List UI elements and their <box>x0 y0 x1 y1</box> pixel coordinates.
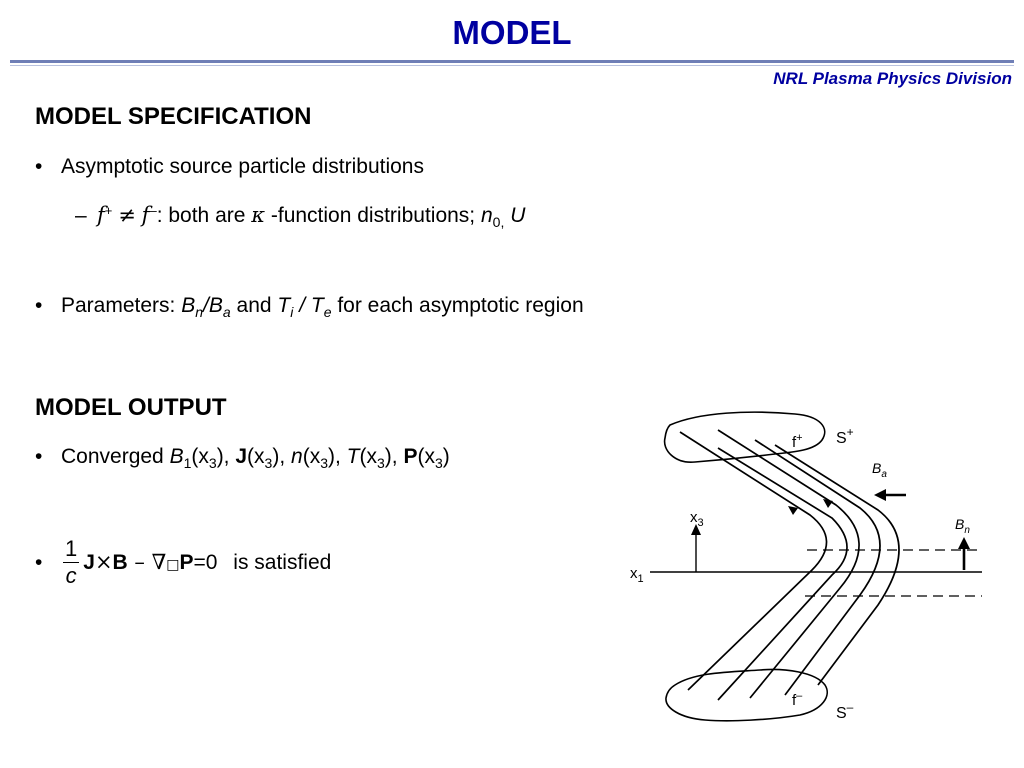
close-paren: ) <box>442 445 450 468</box>
header-rule-thin <box>10 65 1014 66</box>
param-prefix: Parameters: <box>61 294 182 317</box>
page-title: MODEL <box>452 14 572 51</box>
field-line-3 <box>717 429 860 699</box>
bullet-mark: • <box>35 445 43 468</box>
eq-b: B <box>112 551 128 574</box>
slash: / <box>203 294 209 317</box>
n-subscript: 0, <box>492 214 505 230</box>
f-minus-label: f– <box>792 690 803 709</box>
n-symbol: n <box>291 445 303 468</box>
field-line-5 <box>774 444 900 686</box>
sub-text-2: -function distributions; <box>265 204 481 227</box>
flow-arrow-2 <box>823 499 833 508</box>
b1-subscript: 1 <box>183 455 192 471</box>
n-symbol: n <box>480 204 493 227</box>
x3-subscript: 3 <box>377 455 385 471</box>
and-text: and <box>230 294 278 317</box>
source-region-top <box>663 411 826 463</box>
paren-x: (x <box>417 445 435 468</box>
te-symbol: T <box>310 294 324 317</box>
bullet-mark: • <box>35 294 43 317</box>
close-sep: ), <box>384 445 404 468</box>
slash-2: / <box>293 294 311 317</box>
source-region-bottom <box>665 668 828 722</box>
header-rule <box>10 60 1014 63</box>
equation: J×B – ∇□P=0 <box>83 550 217 575</box>
ba-symbol: B <box>208 294 223 317</box>
spec-heading: MODEL SPECIFICATION <box>35 103 312 130</box>
bullet-mark: • <box>35 155 43 178</box>
bn-arrowhead <box>958 537 970 549</box>
field-line-1 <box>679 431 828 691</box>
p-symbol: P <box>403 445 418 468</box>
x3-subscript: 3 <box>208 455 217 471</box>
field-line-diagram: f+ S+ Ba Bn x3 x1 f– S– <box>630 411 982 722</box>
x3-subscript: 3 <box>264 455 273 471</box>
f-plus-label: f+ <box>792 432 803 451</box>
eq-times: × <box>94 550 113 574</box>
flow-arrow-1 <box>788 506 798 515</box>
output-bullet-converged: •Converged B1(x3), J(x3), n(x3), T(x3), … <box>35 445 450 471</box>
u-symbol: U <box>510 204 526 227</box>
close-sep: ), <box>216 445 236 468</box>
eq-j: J <box>83 551 95 574</box>
b1-symbol: B <box>169 445 184 468</box>
close-sep: ), <box>328 445 347 468</box>
division-label: NRL Plasma Physics Division <box>773 69 1012 88</box>
kappa-symbol: κ <box>251 203 266 227</box>
neq-symbol: ≠ <box>118 203 136 227</box>
param-suffix: for each asymptotic region <box>331 294 584 317</box>
ti-symbol: T <box>277 294 291 317</box>
sub-text-1: : both are <box>156 204 252 227</box>
paren-x: (x <box>247 445 265 468</box>
spec-sub-distributions: –f+ ≠ f–: both are κ -function distribut… <box>75 203 526 230</box>
field-line-4 <box>754 439 881 696</box>
x3-subscript: 3 <box>320 455 328 471</box>
x3-arrowhead <box>691 524 701 535</box>
fraction-bar <box>63 562 80 563</box>
spec-bullet-distributions: • Asymptotic source particle distribution… <box>35 155 424 179</box>
bullet-mark: • <box>35 550 43 574</box>
f-minus-sup: – <box>149 203 157 218</box>
output-heading: MODEL OUTPUT <box>35 394 227 421</box>
spec-bullet-parameters: •Parameters: Bn/Ba and Ti / Te for each … <box>35 294 584 320</box>
ba-subscript: a <box>222 304 231 320</box>
bn-symbol: B <box>181 294 196 317</box>
s-minus-label: S– <box>836 700 854 722</box>
ba-label: Ba <box>872 460 887 480</box>
x3-subscript: 3 <box>434 455 443 471</box>
paren-x: (x <box>191 445 209 468</box>
nabla-symbol: ∇ <box>151 550 167 574</box>
t-symbol: T <box>346 445 360 468</box>
x1-label: x1 <box>630 565 644 585</box>
x3-label: x3 <box>690 509 704 529</box>
s-plus-label: S+ <box>836 425 854 447</box>
eq-zero: =0 <box>193 551 218 574</box>
ba-arrowhead <box>874 489 886 501</box>
te-subscript: e <box>323 304 332 320</box>
box-symbol: □ <box>166 557 180 573</box>
satisfied-text: is satisfied <box>233 550 332 574</box>
eq-p: P <box>179 551 194 574</box>
fraction-denominator: c <box>65 563 77 588</box>
ti-subscript: i <box>290 304 294 320</box>
f-plus-sup: + <box>104 203 113 218</box>
field-line-2 <box>717 447 848 701</box>
bn-label: Bn <box>955 516 970 536</box>
dash-mark: – <box>75 204 87 227</box>
eq-minus: – <box>127 550 152 574</box>
f-symbol: f <box>97 203 105 227</box>
fraction-numerator: 1 <box>65 536 78 561</box>
bullet-text: Asymptotic source particle distributions <box>61 155 424 178</box>
f-symbol-2: f <box>141 203 150 227</box>
paren-x: (x <box>302 445 321 468</box>
paren-x: (x <box>359 445 378 468</box>
close-sep: ), <box>272 445 292 468</box>
converged-prefix: Converged <box>61 445 170 468</box>
bn-subscript: n <box>195 304 204 320</box>
j-symbol: J <box>235 445 248 468</box>
